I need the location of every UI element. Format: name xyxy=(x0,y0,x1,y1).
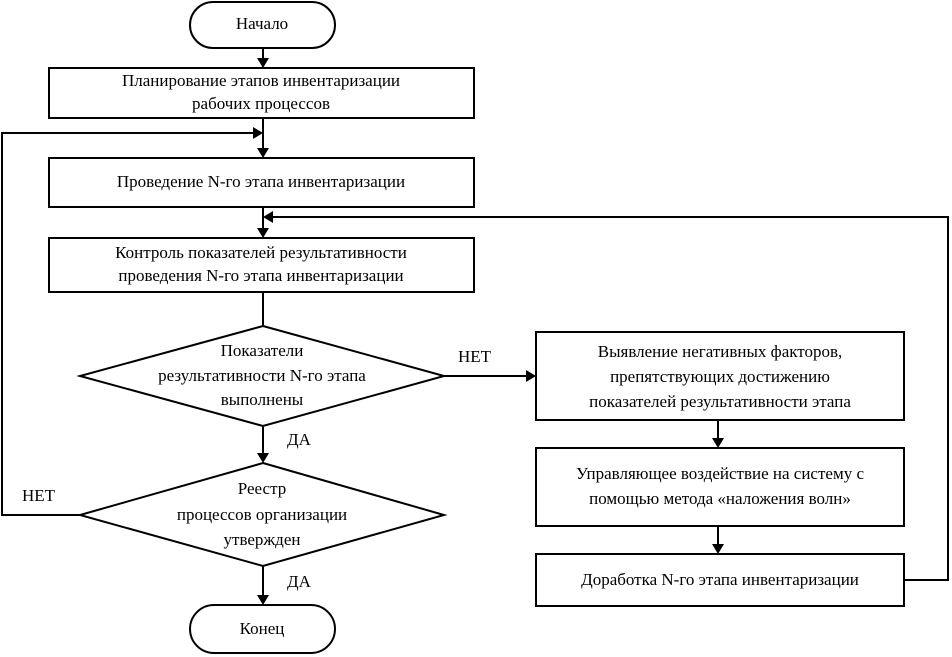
conduct-label: Проведение N-го этапа инвентаризации xyxy=(117,172,405,191)
end-label: Конец xyxy=(240,619,285,638)
decision1-line-1: Показатели xyxy=(221,341,304,360)
plan-process-box xyxy=(48,67,475,119)
identify-line-2: препятствующих достижению xyxy=(610,367,830,386)
plan-line-2: рабочих процессов xyxy=(192,94,330,113)
refine-process-box xyxy=(535,553,905,607)
decision2-yes-label: ДА xyxy=(287,572,312,591)
decision1-no-label: НЕТ xyxy=(458,347,492,366)
decision1-yes-label: ДА xyxy=(287,430,312,449)
arrowhead xyxy=(257,228,269,238)
decision1-line-3: выполнены xyxy=(221,390,304,409)
control-line-1: Контроль показателей результативности xyxy=(115,243,407,262)
refine-label: Доработка N-го этапа инвентаризации xyxy=(581,570,859,589)
connector-decision2-loop xyxy=(1,132,255,516)
arrowhead xyxy=(253,127,263,139)
arrowhead xyxy=(257,148,269,158)
arrowhead xyxy=(712,438,724,448)
manage-process-box xyxy=(535,447,905,527)
arrowhead xyxy=(263,211,273,223)
decision2-no-label: НЕТ xyxy=(22,486,56,505)
start-label: Начало xyxy=(236,14,288,33)
identify-line-1: Выявление негативных факторов, xyxy=(598,342,843,361)
arrowhead xyxy=(257,58,269,68)
manage-line-2: помощью метода «наложения волн» xyxy=(589,489,851,508)
arrowhead xyxy=(257,453,269,463)
end-terminal xyxy=(189,604,336,654)
decision1-line-2: результативности N-го этапа xyxy=(158,366,366,385)
decision1-diamond xyxy=(76,324,448,428)
start-terminal xyxy=(189,1,336,49)
plan-line-1: Планирование этапов инвентаризации xyxy=(122,71,400,90)
decision2-line-1: Реестр xyxy=(238,479,286,498)
arrowhead xyxy=(257,595,269,605)
manage-line-1: Управляющее воздействие на систему с xyxy=(576,464,864,483)
arrowhead xyxy=(712,544,724,554)
control-line-2: проведения N-го этапа инвентаризации xyxy=(118,266,403,285)
arrowhead xyxy=(526,370,536,382)
decision2-line-3: утвержден xyxy=(224,530,301,549)
conduct-process-box xyxy=(48,157,475,208)
decision2-line-2: процессов организации xyxy=(177,505,347,524)
identify-process-box xyxy=(535,331,905,421)
connector-refine-loop xyxy=(271,216,949,581)
decision2-diamond xyxy=(76,461,448,568)
control-process-box xyxy=(48,237,475,293)
identify-line-3: показателей результативности этапа xyxy=(589,392,851,411)
